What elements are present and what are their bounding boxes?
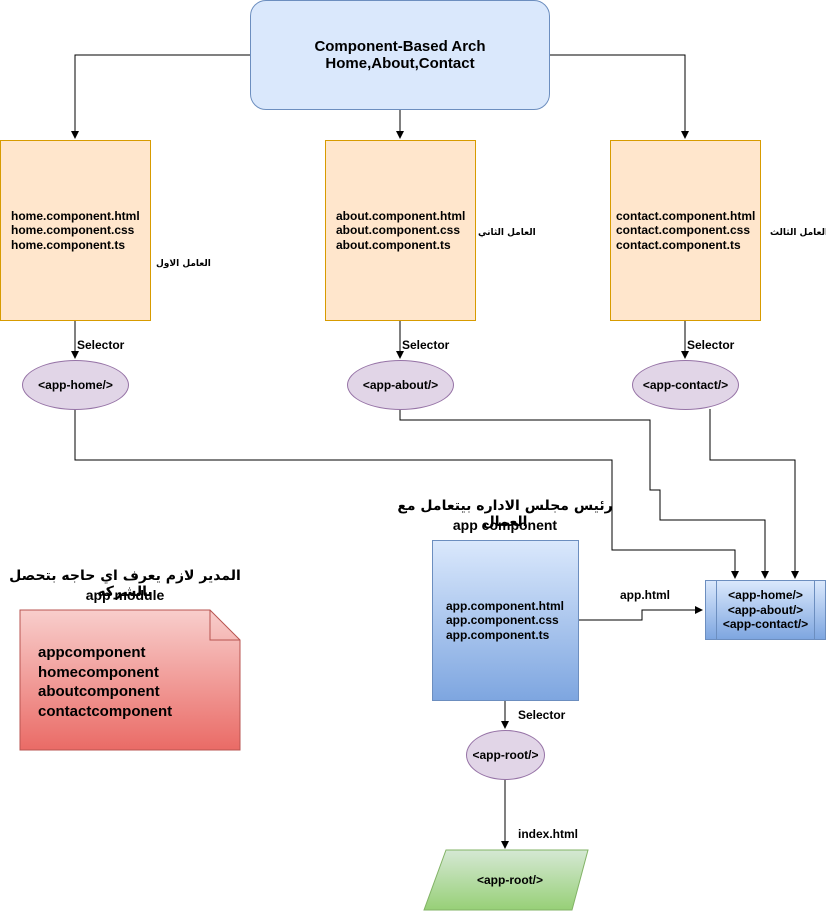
app-file-css: app.component.css [446,613,559,628]
app-root-selector-label: Selector [518,708,566,722]
worker-label-first: العامل الاول [156,259,211,269]
contact-selector-label: Selector [687,338,735,352]
app-component-box: app.component.html app.component.css app… [432,540,579,701]
title-line-2: Home,About,Contact [325,55,475,72]
app-home-selector: <app-home/> [22,360,129,410]
about-selector-label: Selector [402,338,450,352]
about-component-box: about.component.html about.component.css… [325,140,476,321]
title-line-1: Component-Based Arch [314,38,486,55]
edge-title-home [71,54,250,139]
app-root-selector: <app-root/> [466,730,545,780]
app-html-line-about: <app-about/> [727,602,804,617]
app-contact-selector: <app-contact/> [632,360,739,410]
contact-component-box: contact.component.html contact.component… [610,140,761,321]
home-file-css: home.component.css [11,223,135,238]
app-component-caption: app component [452,517,558,533]
app-module-caption-arabic: المدير لازم يعرف اي حاجه بتحصل بالشركه [9,568,241,600]
edge-appcontact-apphtml [709,409,799,579]
app-html-line-contact: <app-contact/> [722,617,809,632]
app-html-process-box: <app-home/> <app-about/> <app-contact/> [705,580,826,640]
app-module-caption: app module [85,587,165,603]
edge-apphome-apphtml [74,409,739,579]
about-file-css: about.component.css [336,223,461,238]
app-module-note-shape [19,609,241,751]
worker-label-second: العامل الثاني [478,228,536,238]
home-component-box: home.component.html home.component.css h… [0,140,151,321]
contact-file-css: contact.component.css [616,223,751,238]
about-file-ts: about.component.ts [336,237,451,252]
app-about-selector: <app-about/> [347,360,454,410]
worker-label-third: العامل الثالث [770,228,826,238]
app-html-edge-label: app.html [620,588,670,602]
home-file-ts: home.component.ts [11,237,126,252]
app-component-caption-arabic: رئيس مجلس الاداره بيتعامل مع العمال [397,498,613,530]
app-module-item-app: appcomponent [38,644,146,661]
app-module-note-fold [209,610,240,641]
edge-title-contact [550,54,689,139]
contact-file-ts: contact.component.ts [616,237,741,252]
app-file-ts: app.component.ts [446,627,550,642]
app-module-item-contact: contactcomponent [38,702,173,720]
app-module-list: appcomponent homecomponent aboutcomponen… [38,643,172,721]
edge-appabout-apphtml [399,409,769,579]
app-file-html: app.component.html [446,598,564,613]
contact-file-html: contact.component.html [616,208,756,223]
app-module-item-about: aboutcomponent [38,683,160,700]
app-html-line-home: <app-home/> [728,588,803,603]
home-file-html: home.component.html [11,208,140,223]
edge-appcomponent-apphtml [578,606,703,621]
index-content: <app-root/> [476,873,543,887]
app-module-item-home: homecomponent [38,663,159,681]
title-box: Component-Based Arch Home,About,Contact [250,0,550,110]
index-parallelogram-shape [423,849,589,911]
home-selector-label: Selector [77,338,125,352]
index-html-edge-label: index.html [518,827,579,841]
about-file-html: about.component.html [336,208,466,223]
